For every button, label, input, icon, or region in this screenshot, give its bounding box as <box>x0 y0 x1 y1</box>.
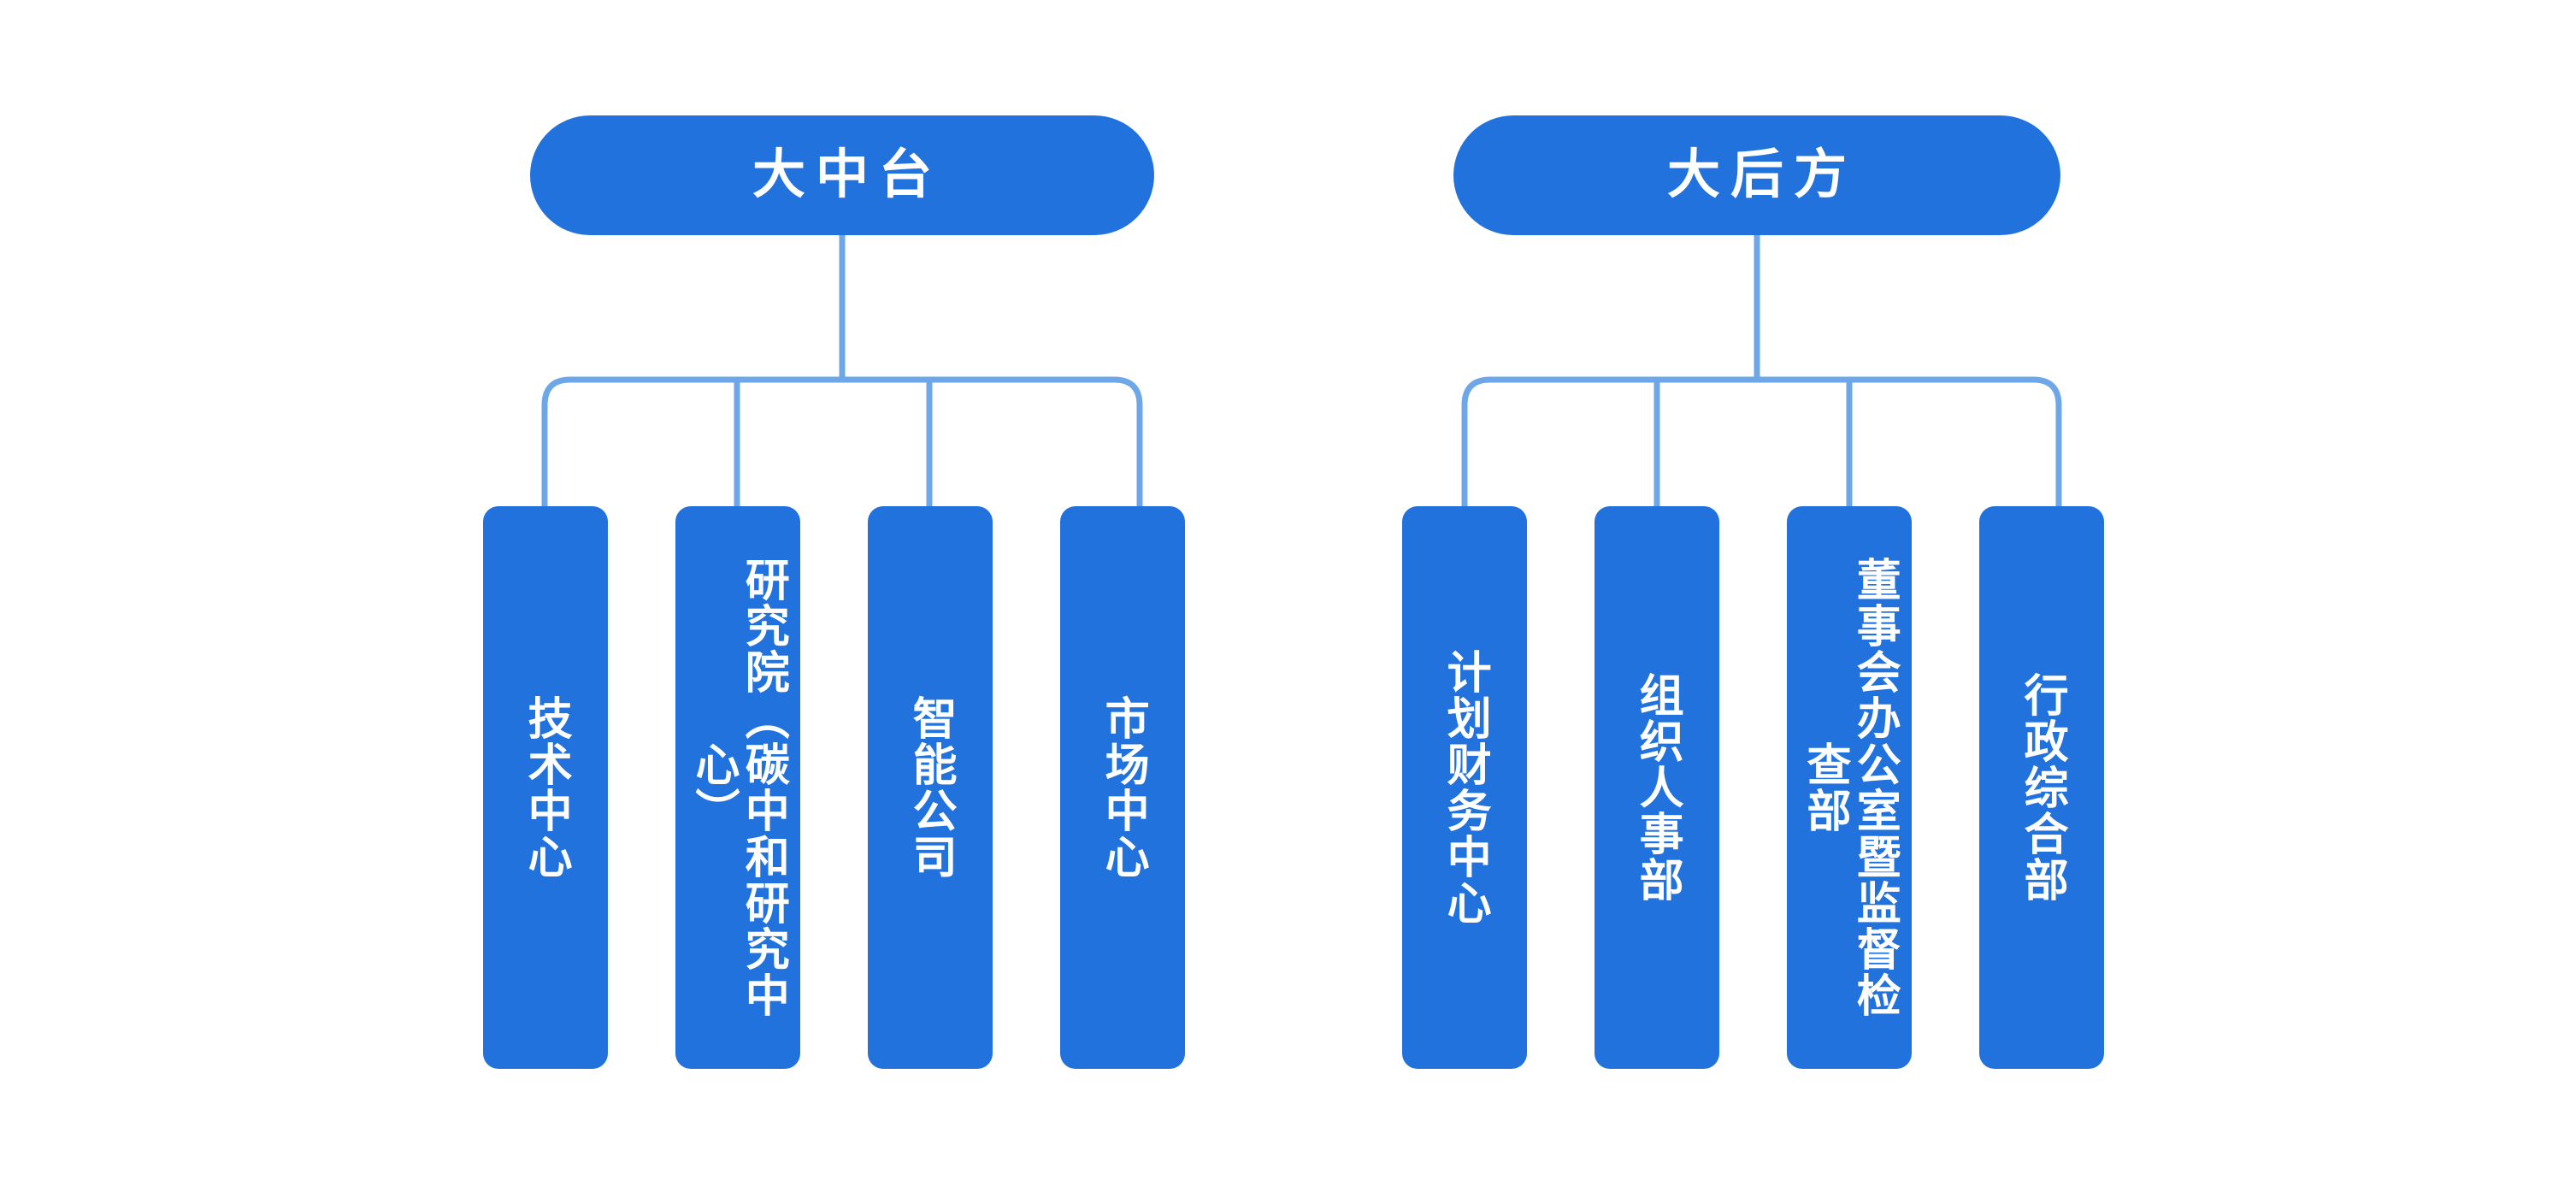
node-label: 智能公司 <box>905 695 956 880</box>
node-organization-hr-department[interactable]: 组织人事部 <box>1595 506 1719 1069</box>
node-market-center[interactable]: 市场中心 <box>1060 506 1185 1069</box>
connector-bus <box>1461 376 2062 509</box>
node-board-office-supervision-department[interactable]: 董事会办公室暨监督检查部 <box>1787 506 1912 1069</box>
node-research-institute[interactable]: 研究院（碳中和研究中心） <box>675 506 800 1069</box>
group-header-mid-platform[interactable]: 大中台 <box>530 115 1154 235</box>
connector-mid-platform <box>541 235 1143 509</box>
connector-bus <box>541 376 1143 509</box>
group-header-label: 大中台 <box>752 145 942 204</box>
group-header-label: 大后方 <box>1666 145 1857 204</box>
node-label: 市场中心 <box>1098 695 1148 880</box>
node-administration-department[interactable]: 行政综合部 <box>1979 506 2104 1069</box>
node-label: 计划财务中心 <box>1440 649 1490 926</box>
node-label: 行政综合部 <box>2017 672 2067 903</box>
group-header-back-office[interactable]: 大后方 <box>1453 115 2060 235</box>
node-label: 研究院（碳中和研究中心） <box>688 557 788 1018</box>
node-label: 董事会办公室暨监督检查部 <box>1800 557 1900 1018</box>
node-label: 技术中心 <box>521 695 571 880</box>
node-intelligent-company[interactable]: 智能公司 <box>868 506 993 1069</box>
node-technology-center[interactable]: 技术中心 <box>483 506 608 1069</box>
node-planning-finance-center[interactable]: 计划财务中心 <box>1402 506 1527 1069</box>
connector-back-office <box>1461 235 2062 509</box>
node-label: 组织人事部 <box>1632 672 1683 903</box>
